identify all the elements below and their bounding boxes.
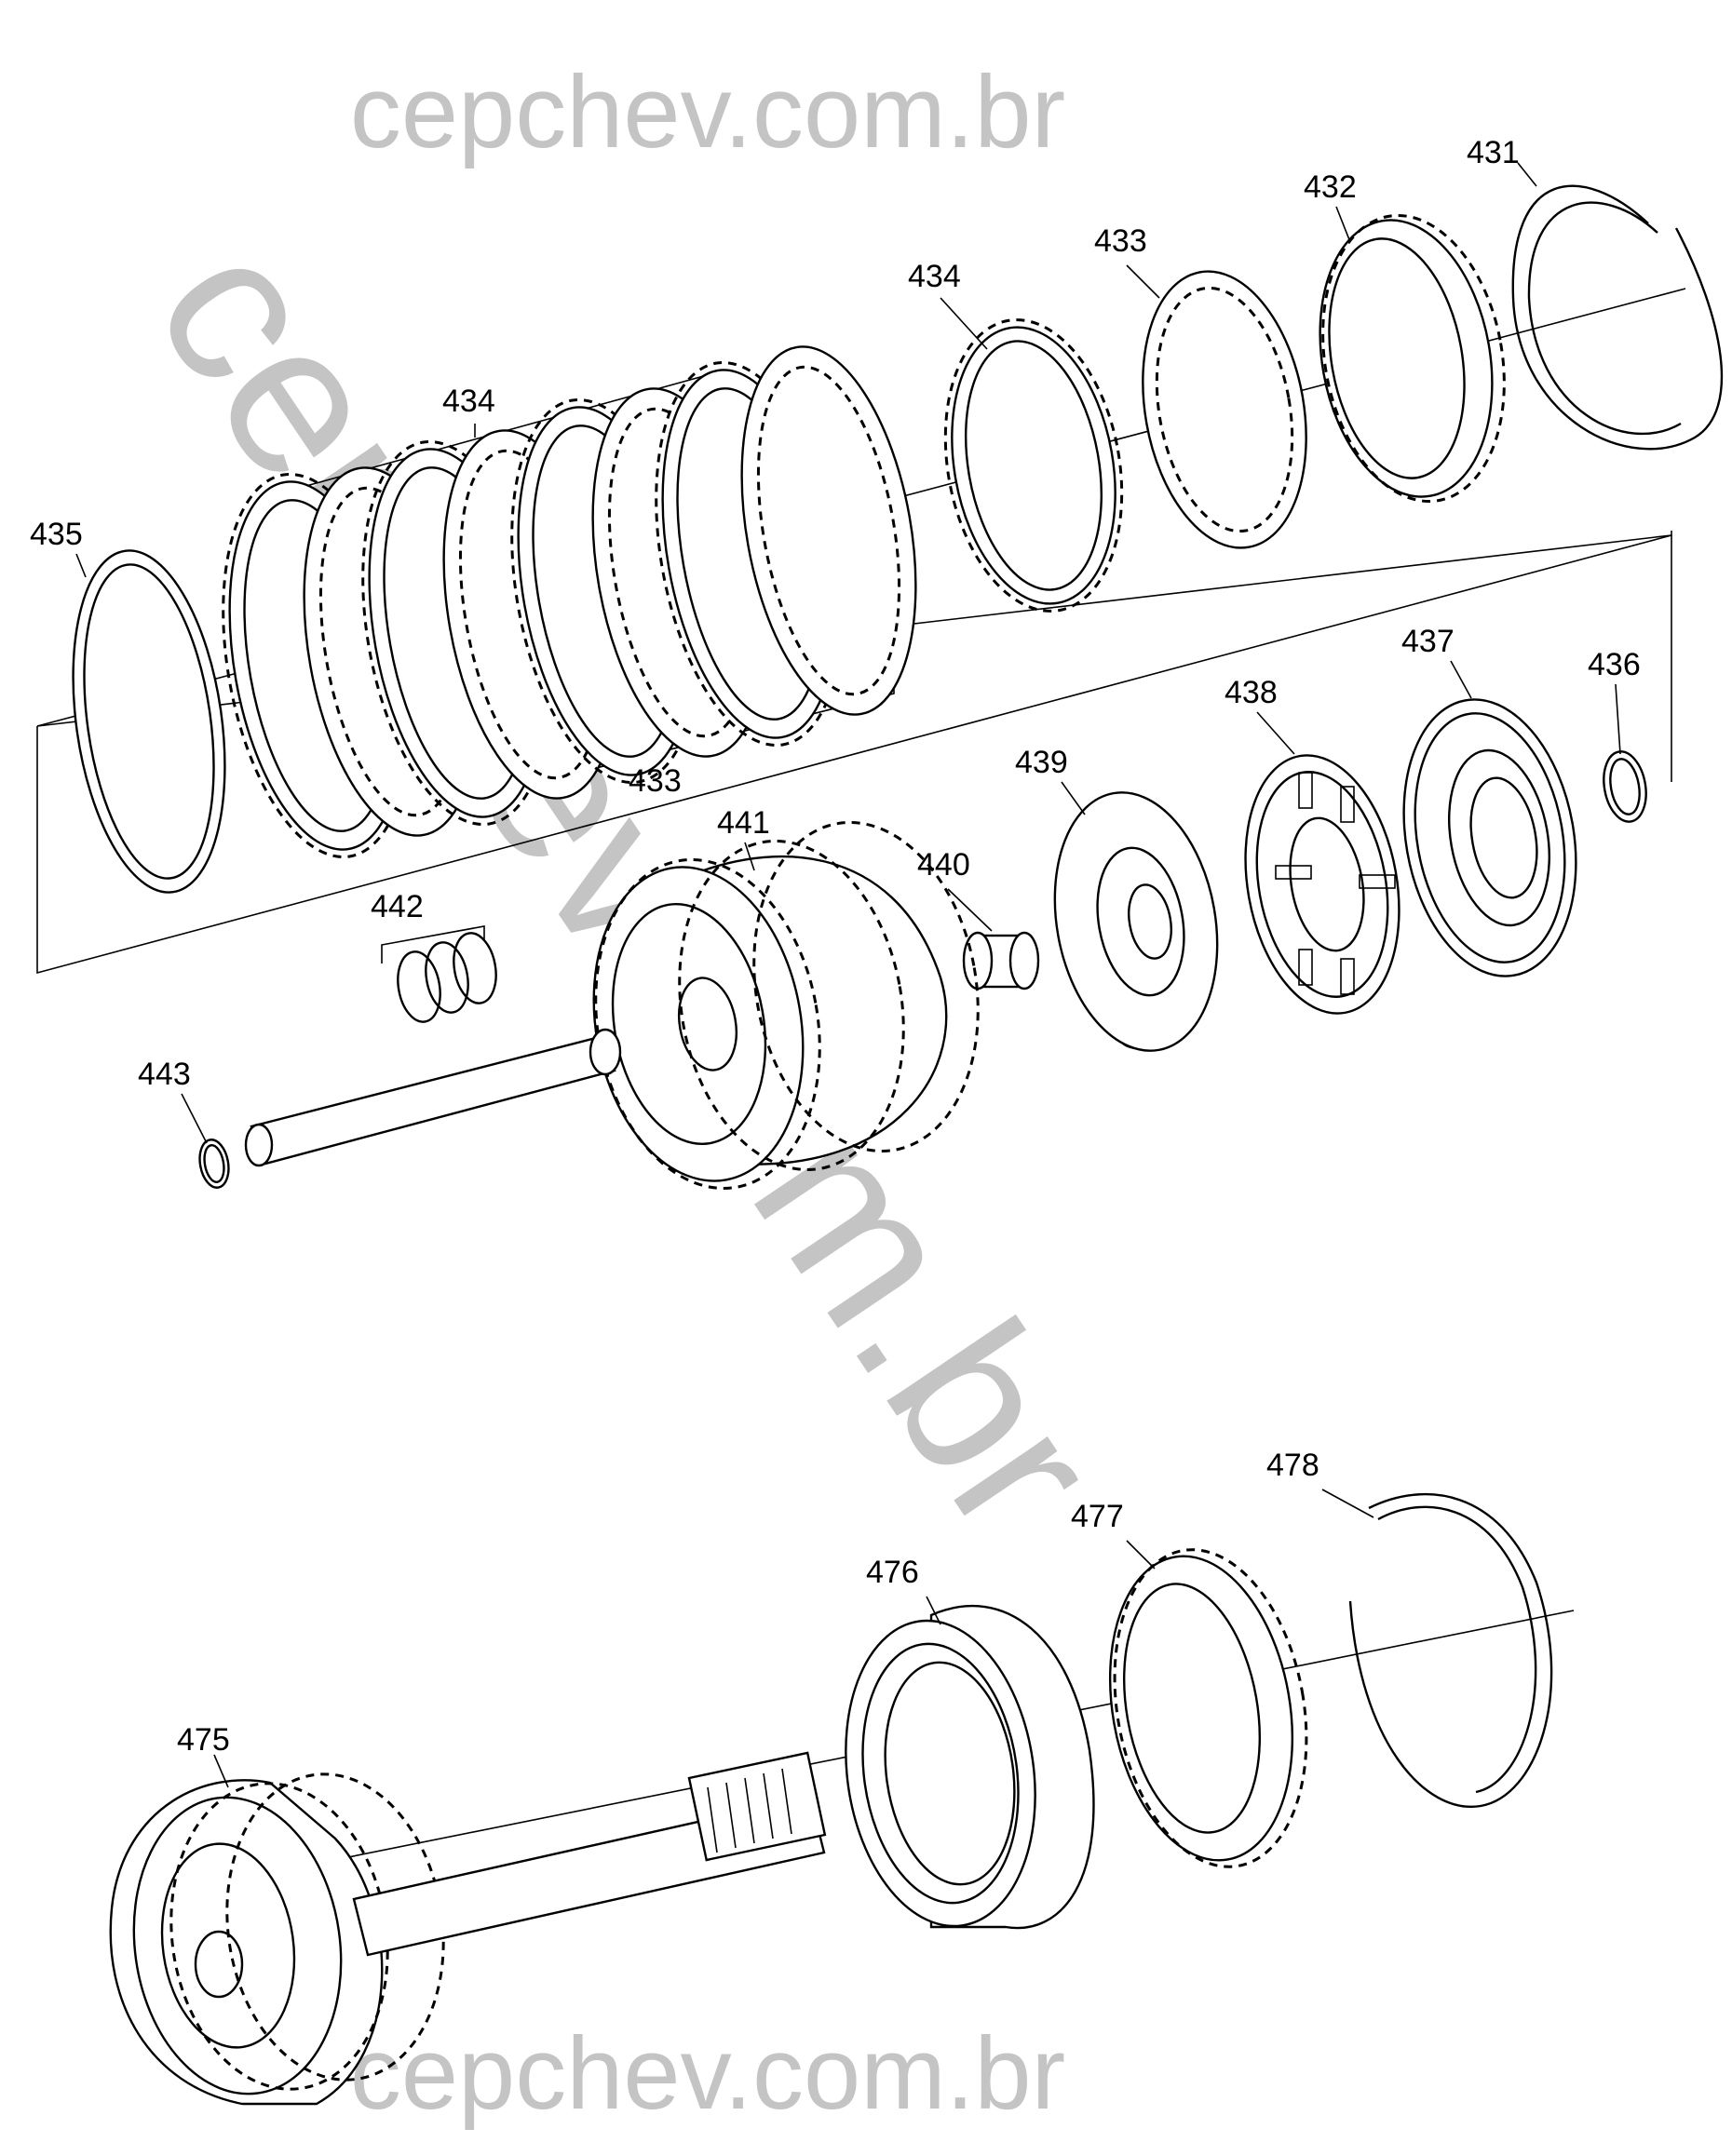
callout-478: 478 <box>1266 1448 1319 1483</box>
part-435-pressure-plate <box>72 549 226 894</box>
callout-477: 477 <box>1071 1499 1124 1534</box>
part-477-backing-plate <box>1108 1548 1308 1868</box>
part-438-return-spring <box>1244 754 1400 1015</box>
output-shaft <box>352 1751 827 1957</box>
upper-assembly <box>36 184 1724 1190</box>
callout-433-bottom: 433 <box>629 763 682 799</box>
callout-432: 432 <box>1304 169 1357 205</box>
callout-438: 438 <box>1225 675 1278 710</box>
input-shaft <box>244 1028 622 1167</box>
callout-441: 441 <box>717 805 770 841</box>
part-443-o-ring <box>198 1139 230 1189</box>
callout-442: 442 <box>371 889 424 924</box>
part-440-bushing <box>962 931 1040 990</box>
watermark-top: cepchev.com.br <box>350 55 1065 169</box>
part-433-single-plate <box>1142 270 1307 549</box>
part-476-bearing <box>845 1605 1095 1930</box>
callout-434-left: 434 <box>442 384 495 419</box>
part-436-snap-ring <box>1603 750 1647 823</box>
lower-assembly <box>109 1492 1575 2106</box>
callout-475: 475 <box>177 1722 230 1758</box>
callout-labels: 431 432 433 434 434 435 433 436 437 438 … <box>30 135 1641 1758</box>
part-475-gear-hub <box>109 1772 445 2106</box>
callout-434-right: 434 <box>908 259 961 294</box>
part-439-piston-housing <box>1053 791 1219 1052</box>
callout-433-top: 433 <box>1094 223 1147 259</box>
part-478-snap-ring <box>1348 1492 1553 1809</box>
callout-435: 435 <box>30 517 83 552</box>
leader-lines <box>75 162 1621 1788</box>
part-434-433-clutch-pack <box>222 345 917 859</box>
part-437-piston <box>1402 698 1577 977</box>
part-442-seal-rings <box>381 925 497 1023</box>
group-bracket-frame <box>36 531 1672 975</box>
callout-476: 476 <box>866 1555 919 1590</box>
callout-440: 440 <box>917 847 970 883</box>
watermark-bottom: cepchev.com.br <box>350 2016 1065 2131</box>
callout-431: 431 <box>1467 135 1520 170</box>
callout-443: 443 <box>138 1057 191 1092</box>
part-432-backing-plate <box>1319 213 1506 504</box>
callout-437: 437 <box>1401 624 1455 659</box>
part-431-snap-ring <box>1511 184 1724 451</box>
callout-436: 436 <box>1588 647 1641 682</box>
part-434-single-plate <box>943 318 1124 613</box>
callout-439: 439 <box>1015 745 1068 780</box>
